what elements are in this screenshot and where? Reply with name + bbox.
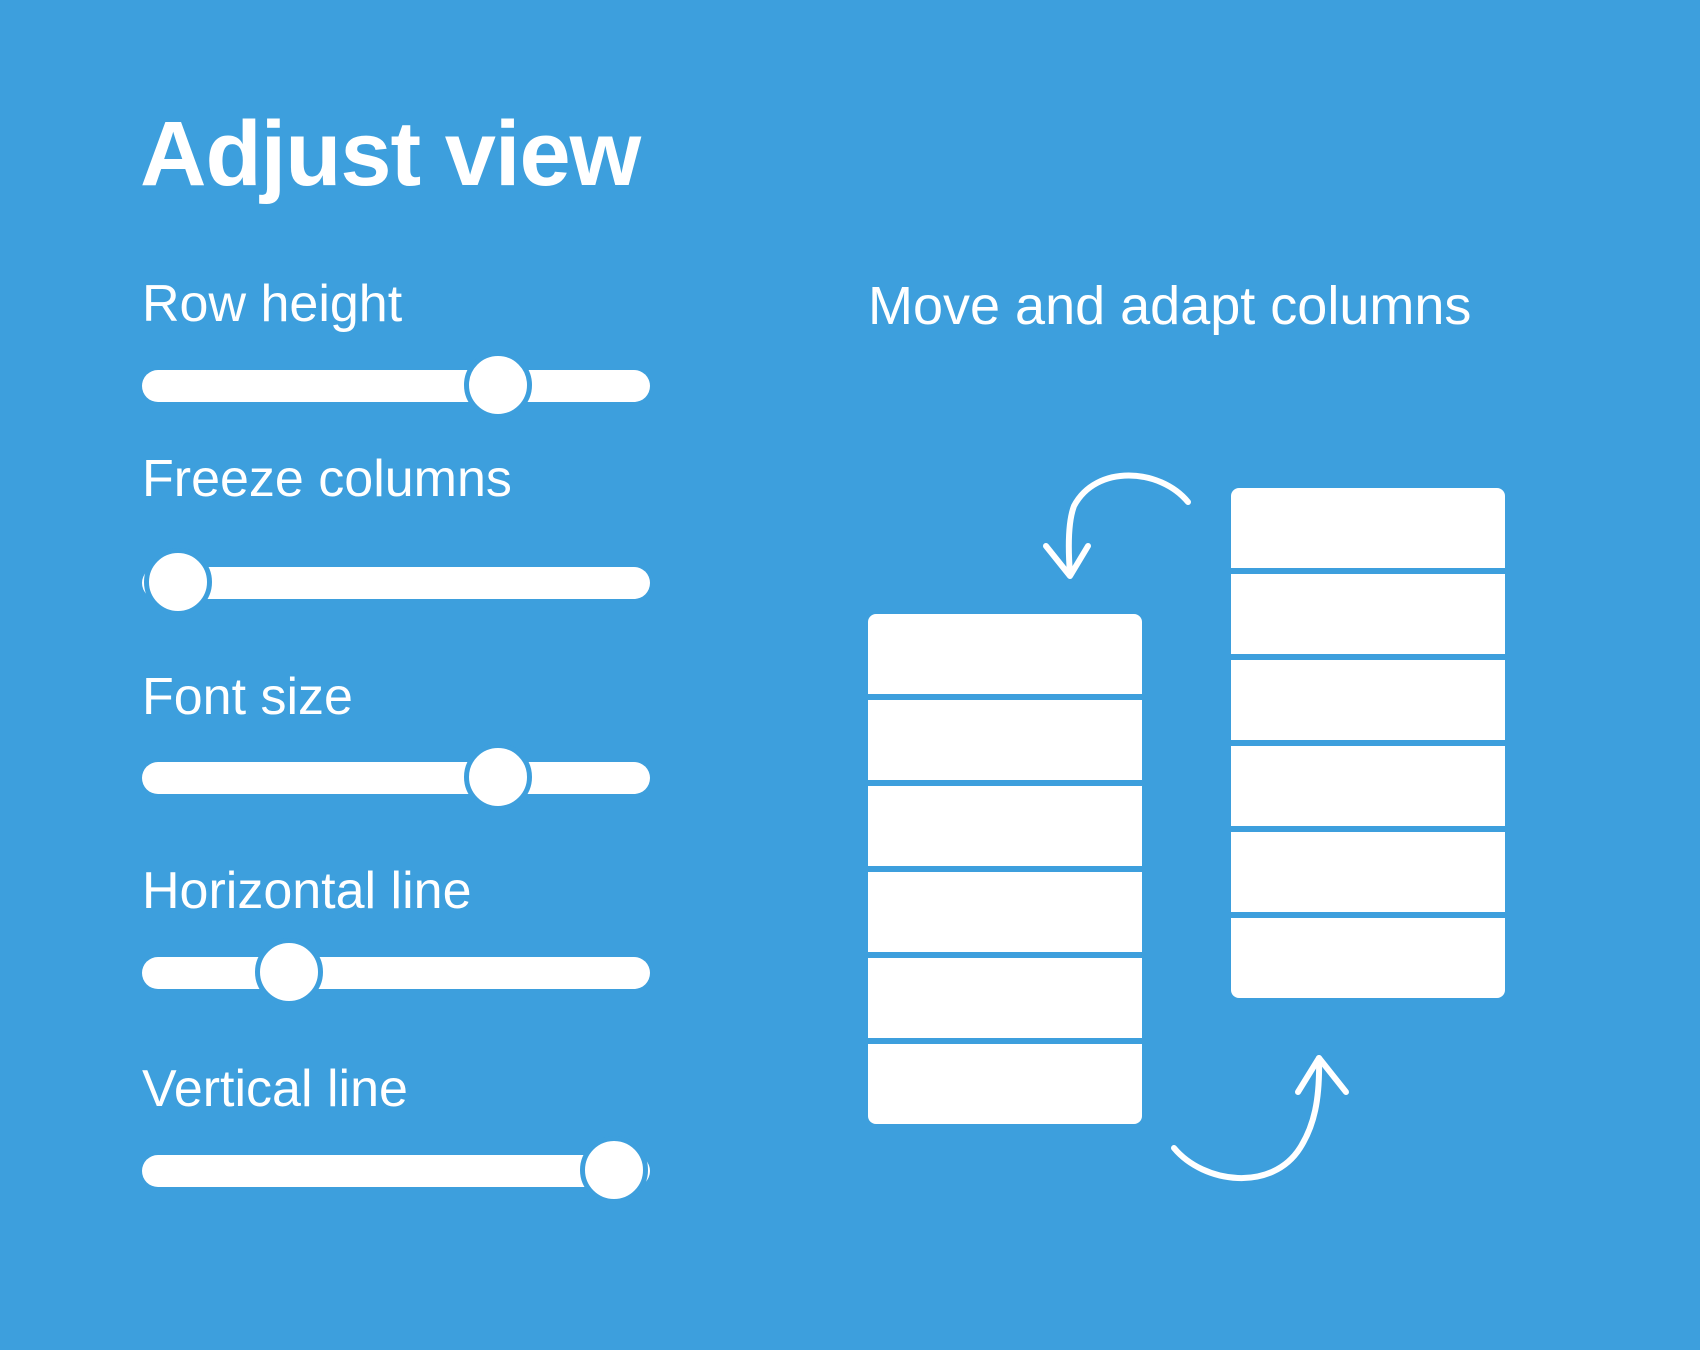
slider-track xyxy=(142,567,650,599)
font-size-slider[interactable] xyxy=(142,743,650,811)
horizontal-line-label: Horizontal line xyxy=(142,862,472,920)
curved-arrow-icon xyxy=(1043,472,1191,579)
slider-thumb[interactable] xyxy=(580,1136,649,1204)
font-size-label: Font size xyxy=(142,668,353,726)
column-cell xyxy=(1231,660,1505,740)
horizontal-line-slider[interactable] xyxy=(142,938,650,1006)
slider-thumb[interactable] xyxy=(463,743,532,811)
column-cell xyxy=(1231,488,1505,568)
columns-heading: Move and adapt columns xyxy=(868,276,1472,336)
left-column-block[interactable] xyxy=(868,614,1142,1124)
slider-thumb[interactable] xyxy=(143,548,212,616)
column-cell xyxy=(1231,574,1505,654)
column-cell xyxy=(1231,918,1505,998)
right-column-block[interactable] xyxy=(1231,488,1505,998)
freeze-columns-slider[interactable] xyxy=(142,548,650,616)
freeze-columns-label: Freeze columns xyxy=(142,450,512,508)
curved-arrow-icon xyxy=(1171,1055,1349,1182)
column-cell xyxy=(868,786,1142,866)
page-title: Adjust view xyxy=(140,103,641,205)
column-cell xyxy=(1231,746,1505,826)
row-height-label: Row height xyxy=(142,275,403,333)
vertical-line-slider[interactable] xyxy=(142,1136,650,1204)
column-cell xyxy=(868,614,1142,694)
slider-track xyxy=(142,957,650,989)
column-cell xyxy=(868,872,1142,952)
row-height-slider[interactable] xyxy=(142,351,650,419)
slider-track xyxy=(142,762,650,794)
column-cell xyxy=(868,700,1142,780)
slider-thumb[interactable] xyxy=(463,351,532,419)
column-cell xyxy=(1231,832,1505,912)
vertical-line-label: Vertical line xyxy=(142,1060,408,1118)
column-cell xyxy=(868,958,1142,1038)
slider-track xyxy=(142,370,650,402)
column-cell xyxy=(868,1044,1142,1124)
slider-thumb[interactable] xyxy=(255,938,324,1006)
slider-track xyxy=(142,1155,650,1187)
